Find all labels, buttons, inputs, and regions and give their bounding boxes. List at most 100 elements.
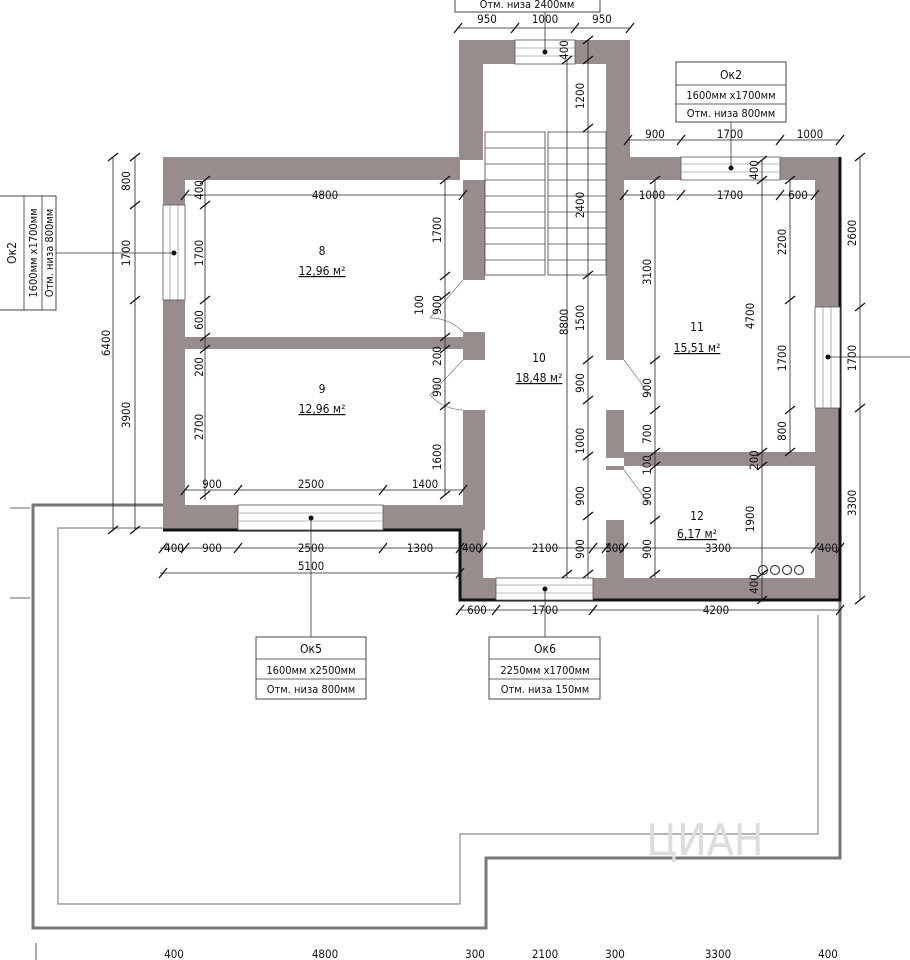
dim-bot-4800: 4800 [312,947,338,960]
dim-door-200: 200 [430,346,444,366]
doors [429,279,651,506]
room-11-area: 15,51 м² [674,341,721,355]
dim-inner-600: 600 [192,310,206,330]
dim-ok2-900: 900 [645,127,665,141]
window-openings [162,39,841,601]
ok2-left-callout: Ок2 1600мм х1700мм Отм. низа 800мм [0,195,177,311]
dim-room11-400a: 400 [747,160,761,180]
room-10-area: 18,48 м² [516,371,563,385]
dim-room11-900: 900 [640,378,654,398]
outer-thick-lines [163,157,842,602]
dim-room12-200: 200 [747,450,761,470]
heating-fixtures [757,564,805,576]
dim-room12-1900: 1900 [743,506,757,532]
dim-room9-2500: 2500 [298,477,324,491]
dim-b1-1300: 1300 [407,541,433,555]
ok6-callout: Ок6 2250мм х1700мм Отм. низа 150мм [488,586,601,700]
dim-room11-900c: 900 [640,539,654,559]
right-window-leader [825,354,910,360]
vertical-dimensions: 800 1700 6400 3900 400 1700 600 200 2700… [99,40,859,594]
dim-stair-2400: 2400 [573,192,587,218]
dim-room11-900b: 900 [640,486,654,506]
stair-window-sill: Отм. низа 2400мм [480,0,575,11]
dim-room11-100: 100 [640,455,654,475]
room-8-number: 8 [319,244,326,258]
dim-room11-1700: 1700 [717,188,743,202]
dim-b1-400a: 400 [164,541,184,555]
dim-b1-400c: 400 [818,541,838,555]
dim-bot-300a: 300 [465,947,485,960]
dim-door-100: 100 [412,295,426,315]
ok2-top-size: 1600мм х1700мм [686,89,775,102]
room-12-area: 6,17 м² [677,527,717,541]
ok6-sill: Отм. низа 150мм [501,683,590,696]
ok5-name: Ок5 [300,642,322,656]
dim-door-900a: 900 [430,295,444,315]
dim-b1-2100: 2100 [532,541,558,555]
dim-room12-400: 400 [747,574,761,594]
watermark: ЦИАН [646,815,763,866]
ok2-top-name: Ок2 [720,68,742,82]
dim-stair-400: 400 [557,40,571,60]
ok5-callout: Ок5 1600мм х2500мм Отм. низа 800мм [255,515,367,700]
dim-right-3300: 3300 [845,490,859,516]
dim-bot-2100: 2100 [532,947,558,960]
dim-stair-1200: 1200 [573,83,587,109]
dim-room9-900: 900 [202,477,222,491]
ok2-left-name: Ок2 [5,242,19,264]
dim-room11-1700v: 1700 [775,345,789,371]
ok5-sill: Отм. низа 800мм [267,683,356,696]
dim-door-1600: 1600 [430,444,444,470]
dim-950-left: 950 [477,12,497,26]
staircase [484,131,607,276]
dim-room11-800: 800 [775,421,789,441]
walls [163,40,840,600]
room-10-number: 10 [532,351,546,365]
dim-bot-400b: 400 [818,947,838,960]
dimension-lines [10,27,861,960]
dim-b3-600: 600 [467,603,487,617]
dim-room11-3100: 3100 [640,259,654,285]
ok6-name: Ок6 [534,642,556,656]
stair-window-callout: Отм. низа 2400мм [454,0,601,55]
dim-inner-2700: 2700 [192,414,206,440]
dim-stair-1000: 1000 [573,428,587,454]
dim-right-1700: 1700 [845,345,859,371]
dim-right-2600: 2600 [845,220,859,246]
dim-stair-900a: 900 [573,373,587,393]
dim-room11-4700: 4700 [743,303,757,329]
room-12-number: 12 [690,509,704,523]
dim-bot-300b: 300 [605,947,625,960]
dim-bot-3300: 3300 [705,947,731,960]
room-labels: 8 12,96 м² 9 12,96 м² 10 18,48 м² 11 15,… [299,244,721,541]
dim-ok2-1000: 1000 [797,127,823,141]
dim-stair-1500: 1500 [573,305,587,331]
dim-inner-1700: 1700 [192,240,206,266]
room-9-number: 9 [319,382,326,396]
terrace-outline [31,503,842,930]
dim-room11-2200: 2200 [775,229,789,255]
dim-b1-3300: 3300 [705,541,731,555]
ok5-size: 1600мм х2500мм [266,664,355,677]
dim-room11-700: 700 [640,424,654,444]
dim-room8-1700: 1700 [430,217,444,243]
ok2-top-sill: Отм. низа 800мм [687,107,776,120]
dim-room9-1400: 1400 [412,477,438,491]
ok2-left-size: 1600мм х1700мм [27,208,40,297]
room-8-area: 12,96 м² [299,264,346,278]
dim-stair-900c: 900 [573,539,587,559]
dim-b1-900: 900 [202,541,222,555]
dim-ok2-1700: 1700 [717,127,743,141]
ok6-size: 2250мм х1700мм [500,664,589,677]
dim-inner-200: 200 [192,357,206,377]
dim-950-right: 950 [592,12,612,26]
dim-stair-8800: 8800 [557,309,571,335]
dim-b3-4200: 4200 [703,603,729,617]
dim-stair-900b: 900 [573,486,587,506]
dim-b1-400b: 400 [462,541,482,555]
dim-room8-4800: 4800 [312,188,338,202]
ok2-top-callout: Ок2 1600мм х1700мм Отм. низа 800мм [675,61,787,171]
dim-left-3900: 3900 [119,402,133,428]
dim-left-800: 800 [119,171,133,191]
